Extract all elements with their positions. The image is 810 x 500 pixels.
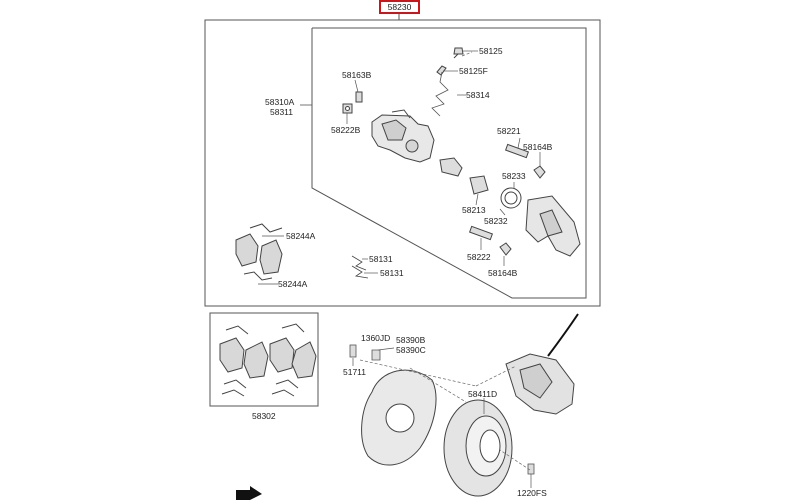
callout-58232[interactable]: 58232 bbox=[484, 216, 508, 226]
carrier-bracket-drawing bbox=[525, 195, 581, 257]
callout-58125[interactable]: 58125 bbox=[479, 46, 503, 56]
callout-58163B[interactable]: 58163B bbox=[342, 70, 372, 80]
callout-58314[interactable]: 58314 bbox=[466, 90, 490, 100]
callout-51711[interactable]: 51711 bbox=[343, 367, 367, 377]
small-parts-drawing bbox=[342, 47, 546, 256]
hose-drawing bbox=[431, 71, 449, 117]
pads-drawing-top bbox=[235, 223, 283, 281]
caliper-assembly-drawing bbox=[505, 353, 575, 415]
callout-58390B[interactable]: 58390B bbox=[396, 335, 426, 345]
callout-1220FS[interactable]: 1220FS bbox=[517, 488, 547, 498]
pads-drawing-kit bbox=[219, 323, 317, 397]
callout-58164B-bottom[interactable]: 58164B bbox=[488, 268, 518, 278]
callout-58164B-top[interactable]: 58164B bbox=[523, 142, 553, 152]
callout-58244A-1[interactable]: 58244A bbox=[286, 231, 316, 241]
callout-58411D[interactable]: 58411D bbox=[468, 389, 498, 399]
springs-drawing bbox=[351, 255, 369, 279]
callout-58222[interactable]: 58222 bbox=[467, 252, 491, 262]
caliper-subframe bbox=[311, 27, 587, 299]
callout-58311[interactable]: 58311 bbox=[270, 107, 294, 117]
brake-disc-drawing bbox=[443, 399, 513, 497]
callout-58221[interactable]: 58221 bbox=[497, 126, 521, 136]
brake-hose-drawing bbox=[547, 313, 579, 357]
callout-58302[interactable]: 58302 bbox=[252, 411, 276, 421]
callout-58222B[interactable]: 58222B bbox=[331, 125, 361, 135]
callout-58131-1[interactable]: 58131 bbox=[369, 254, 393, 264]
dust-shield-drawing bbox=[361, 369, 437, 466]
callout-58244A-2[interactable]: 58244A bbox=[278, 279, 308, 289]
pad-kit-frame bbox=[209, 312, 319, 407]
callout-58310A[interactable]: 58310A bbox=[265, 97, 295, 107]
callout-58125F[interactable]: 58125F bbox=[459, 66, 488, 76]
caliper-body-drawing bbox=[371, 109, 435, 163]
callout-1360JD[interactable]: 1360JD bbox=[361, 333, 391, 343]
callout-58131-2[interactable]: 58131 bbox=[380, 268, 404, 278]
callout-58390C[interactable]: 58390C bbox=[396, 345, 426, 355]
callout-58233[interactable]: 58233 bbox=[502, 171, 526, 181]
assembly-frame bbox=[204, 19, 601, 307]
callout-58213[interactable]: 58213 bbox=[462, 205, 486, 215]
nav-arrow-icon[interactable] bbox=[236, 486, 262, 500]
highlighted-part-label[interactable]: 58230 bbox=[379, 0, 420, 14]
